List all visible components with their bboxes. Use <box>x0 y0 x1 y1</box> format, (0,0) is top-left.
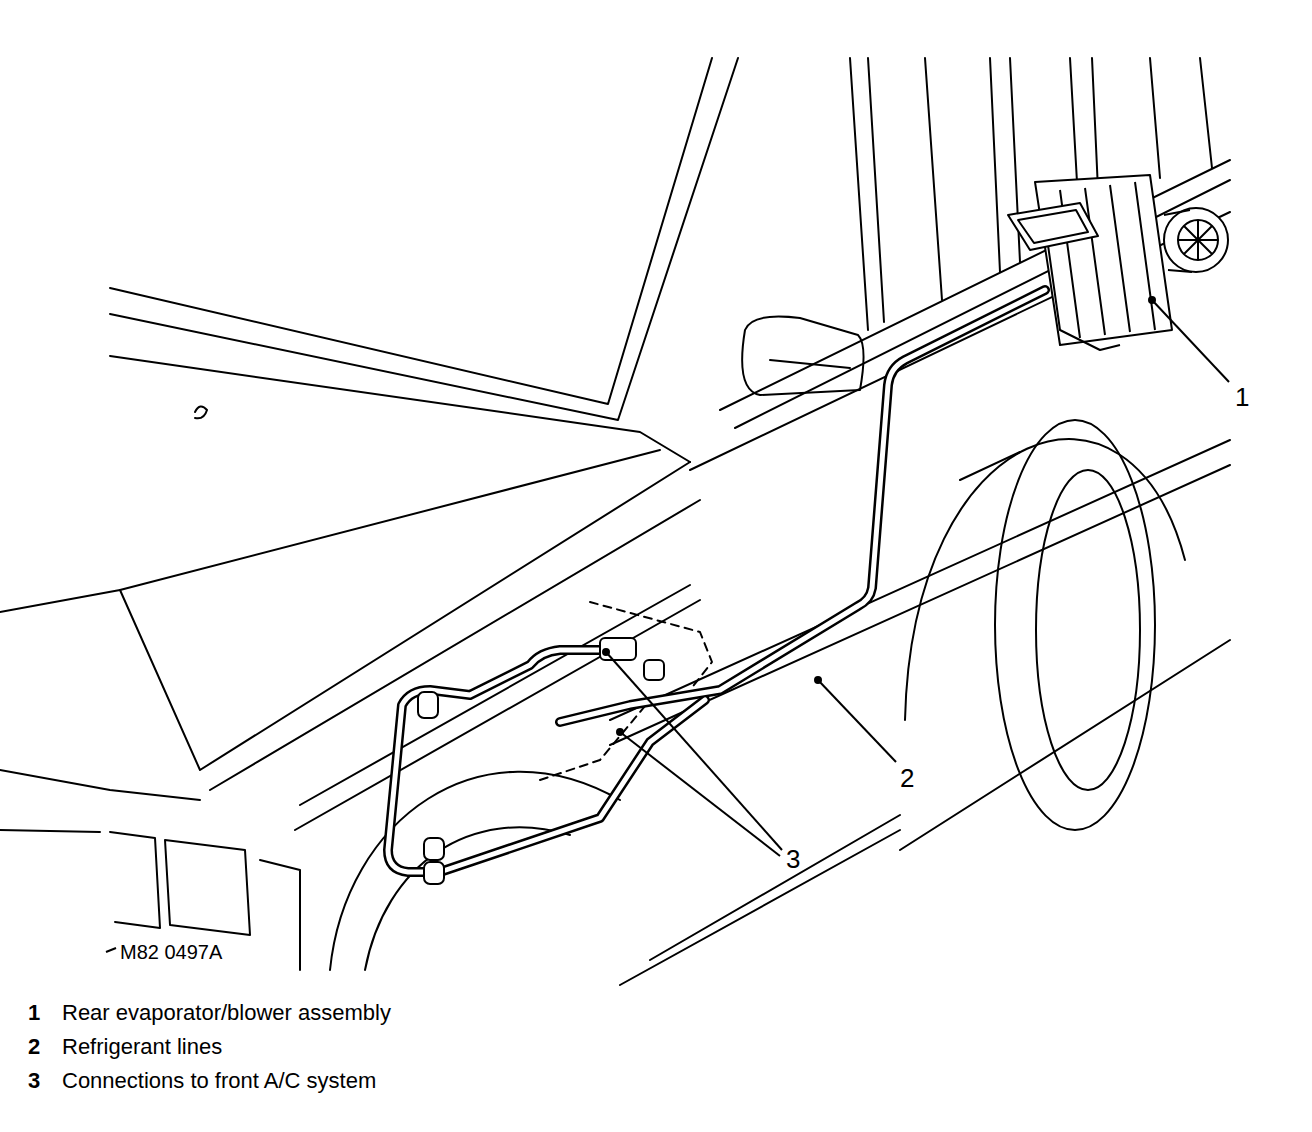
key-text: Connections to front A/C system <box>62 1070 376 1092</box>
callout-number: 3 <box>786 846 800 872</box>
waist-line <box>720 160 1230 410</box>
sill-line <box>900 640 1230 850</box>
leader-dot <box>603 649 609 655</box>
wheel-arch <box>330 772 620 970</box>
line-clip <box>424 862 444 884</box>
blower-housing <box>1164 210 1192 272</box>
wing-edge <box>260 860 300 970</box>
sill-line <box>620 830 900 985</box>
door-handle <box>960 452 1020 480</box>
wing-line <box>210 500 700 790</box>
leader-line <box>1152 300 1229 382</box>
rear-wheel <box>1036 470 1140 790</box>
blower-fan <box>1164 208 1228 272</box>
blower-fan <box>1178 220 1218 260</box>
window-frame <box>850 58 868 330</box>
door-mirror <box>770 360 850 368</box>
wheel-arch <box>905 439 1185 720</box>
grille <box>0 830 100 832</box>
rear-window-frame <box>1200 58 1212 168</box>
outlet-duct <box>1048 245 1120 350</box>
figure-mark <box>106 948 116 952</box>
leader-line <box>620 732 780 856</box>
sill-line <box>650 815 900 960</box>
leader-dot <box>815 677 821 683</box>
outlet-duct <box>1008 203 1098 250</box>
outlet-duct <box>1018 210 1088 243</box>
wing-feature-line <box>295 600 700 830</box>
line-connection <box>644 660 664 680</box>
window-frame <box>868 58 884 322</box>
leader-dot <box>1149 297 1155 303</box>
leader-line <box>606 652 782 850</box>
panel-outline <box>590 602 712 690</box>
b-pillar <box>925 58 942 300</box>
callout-number: 2 <box>900 765 914 791</box>
evaporator-housing <box>1035 175 1172 345</box>
leader-dot <box>617 729 623 735</box>
scuttle-line <box>110 356 690 462</box>
key-number: 3 <box>28 1070 40 1092</box>
front-panel <box>0 770 200 800</box>
leader-line <box>818 680 896 762</box>
refrigerant-line <box>905 290 1045 360</box>
front-tyre <box>365 827 570 970</box>
blower-fan <box>1178 220 1218 260</box>
hood-mark <box>195 406 207 418</box>
door-mirror <box>742 317 863 396</box>
hood-edge <box>0 450 660 612</box>
grille <box>110 832 160 928</box>
key-text: Refrigerant lines <box>62 1036 222 1058</box>
b-pillar <box>990 58 1000 272</box>
windscreen-frame <box>110 58 712 404</box>
headlamp <box>165 840 250 935</box>
rear-window-frame <box>1150 58 1160 178</box>
rear-tyre <box>995 420 1155 830</box>
callout-number: 1 <box>1235 384 1249 410</box>
rear-window-frame <box>1092 58 1098 190</box>
line-clip <box>424 838 444 860</box>
figure-code: M82 0497A <box>120 942 222 962</box>
key-number: 1 <box>28 1002 40 1024</box>
line-clip <box>418 692 438 718</box>
windscreen-frame <box>110 58 738 420</box>
line-connection <box>600 638 636 660</box>
key-number: 2 <box>28 1036 40 1058</box>
key-text: Rear evaporator/blower assembly <box>62 1002 391 1024</box>
